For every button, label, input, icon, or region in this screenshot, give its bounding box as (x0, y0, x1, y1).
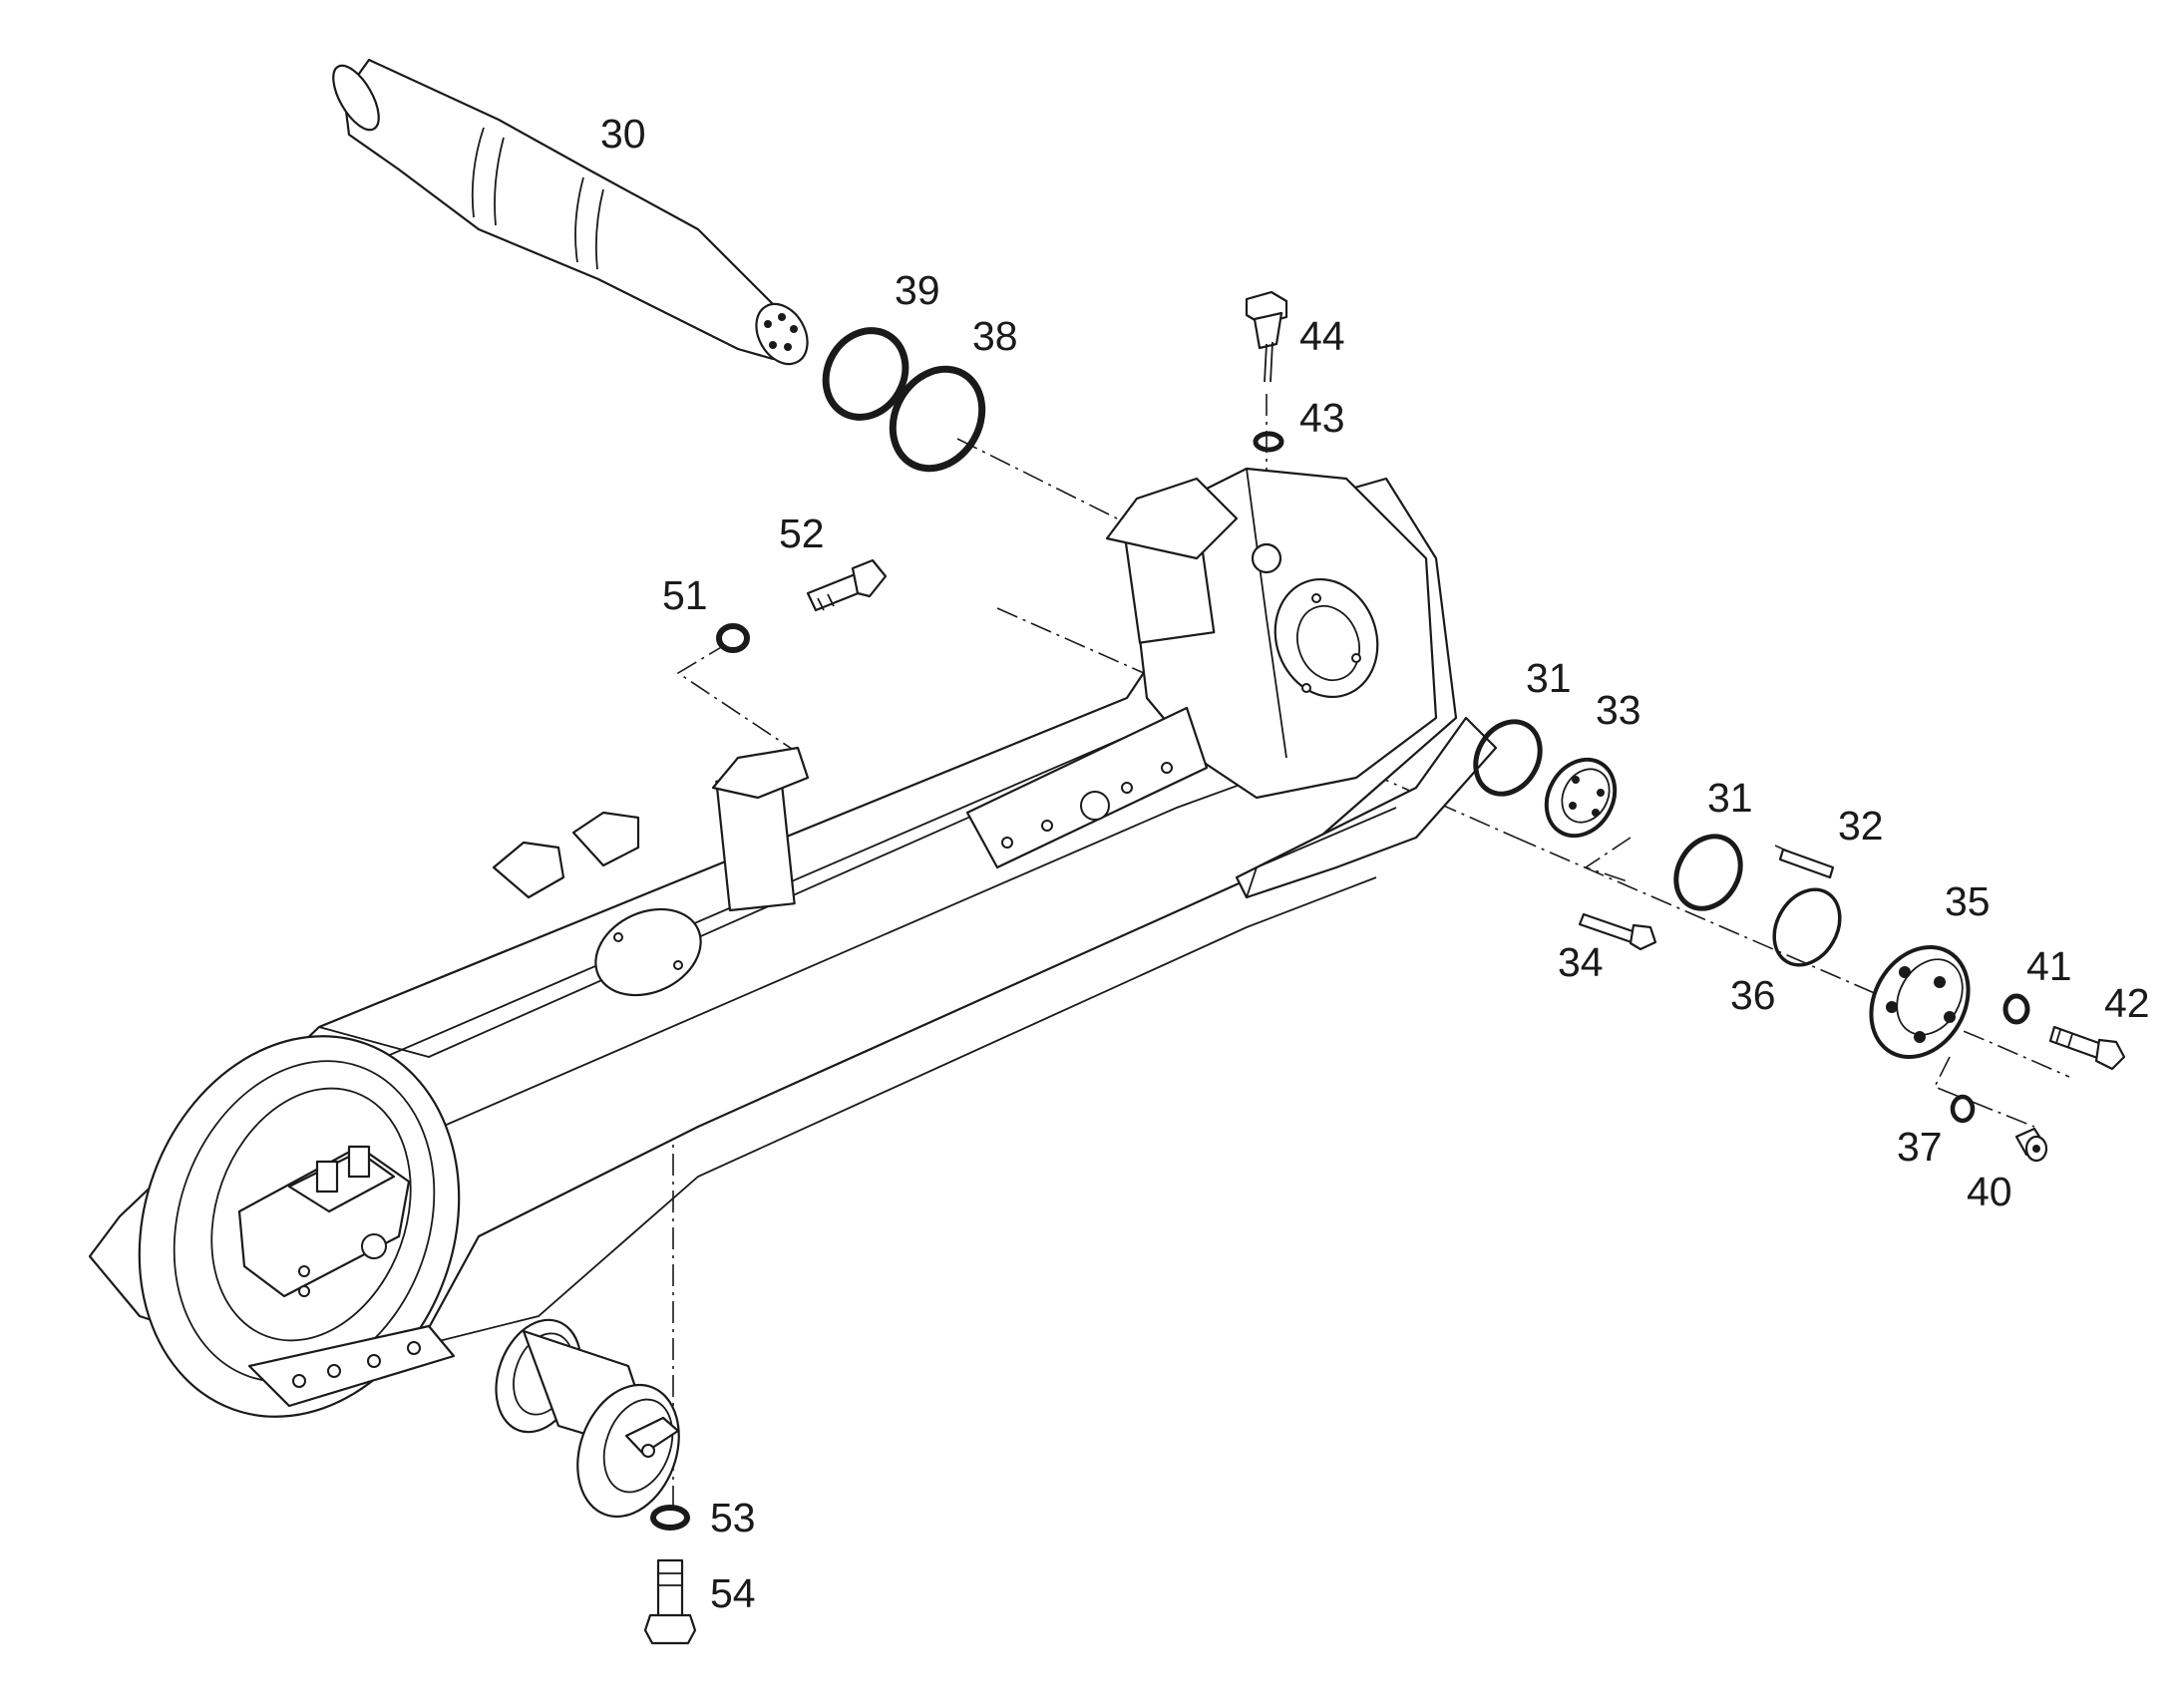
callout-44: 44 (1299, 313, 1345, 359)
callout-31b: 31 (1707, 775, 1753, 821)
part-35-cover (1869, 944, 1971, 1060)
part-41-washer (2002, 993, 2030, 1025)
callout-34: 34 (1558, 939, 1604, 985)
callout-38: 38 (972, 313, 1018, 359)
callout-labels: 30 39 38 44 43 52 51 31 33 31 32 35 34 3… (600, 111, 2150, 1616)
callout-43: 43 (1299, 395, 1345, 441)
part-33-hub-plate (1544, 757, 1618, 839)
callout-37: 37 (1897, 1124, 1943, 1170)
callout-31a: 31 (1526, 655, 1572, 701)
part-39-seal-ring (822, 327, 909, 421)
part-40-plug (2014, 1127, 2048, 1163)
part-44-plug (1245, 290, 1288, 383)
callout-32: 32 (1838, 803, 1884, 849)
callout-51: 51 (662, 572, 708, 618)
part-32-pin (1778, 848, 1835, 879)
part-36-o-ring (1772, 887, 1842, 967)
part-34-bolt (1578, 912, 1657, 951)
part-52-bolt (806, 558, 888, 612)
callout-53: 53 (710, 1495, 756, 1540)
part-51-washer (716, 623, 750, 653)
part-30-shaft (332, 58, 809, 366)
callout-41: 41 (2026, 943, 2072, 989)
callout-36: 36 (1730, 972, 1776, 1018)
track-roller (495, 1318, 680, 1519)
callout-35: 35 (1945, 878, 1991, 924)
part-37-o-ring (1950, 1094, 1976, 1124)
part-54-bolt (643, 1558, 697, 1645)
callout-30: 30 (600, 111, 646, 157)
part-43-washer (1253, 431, 1284, 453)
part-42-bolt (2048, 1025, 2126, 1071)
callout-54: 54 (710, 1570, 756, 1616)
part-38-o-ring (889, 365, 986, 473)
plate-holes (1001, 762, 1173, 849)
callout-39: 39 (895, 267, 940, 313)
part-53-washer (650, 1505, 690, 1531)
callout-42: 42 (2104, 980, 2150, 1026)
callout-33: 33 (1596, 687, 1641, 733)
part-31a-ring (1473, 719, 1543, 797)
front-idler (138, 1035, 461, 1418)
callout-52: 52 (779, 511, 825, 556)
part-31b-ring (1673, 834, 1743, 911)
callout-40: 40 (1967, 1169, 2012, 1214)
